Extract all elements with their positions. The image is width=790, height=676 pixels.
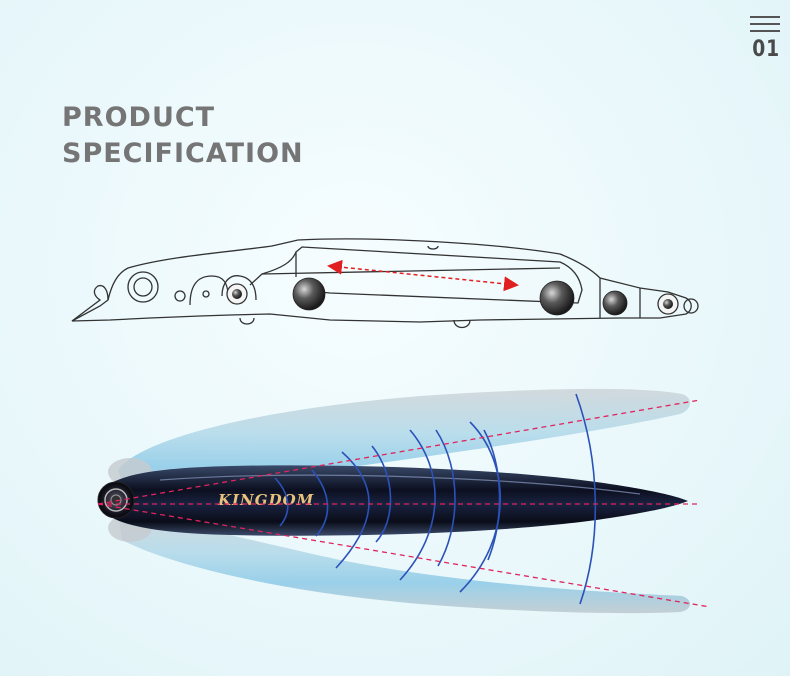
steel-ball-tail xyxy=(602,290,628,316)
wave-arc xyxy=(371,445,392,543)
weight-channel xyxy=(249,246,583,304)
menu-lines-icon xyxy=(750,16,780,32)
tail-tie xyxy=(683,298,699,314)
section-title: PRODUCT SPECIFICATION xyxy=(62,100,304,172)
steel-ball-rear xyxy=(539,280,575,316)
weight-transfer-arrow xyxy=(327,259,519,292)
fixed-weight-ball xyxy=(232,289,242,299)
front-hook-hanger xyxy=(239,317,255,325)
lure-structure-diagram xyxy=(71,238,699,329)
wave-arc xyxy=(575,393,597,605)
eye-ring-inner xyxy=(133,277,153,297)
wave-arc xyxy=(483,429,501,561)
wave-arc xyxy=(399,429,436,581)
swimming-action-illustration: KINGDOM xyxy=(97,388,711,614)
axis-line-lower xyxy=(97,503,711,608)
page-indicator: 01 xyxy=(750,16,780,62)
main-lure-body xyxy=(98,465,688,536)
title-line-2: SPECIFICATION xyxy=(62,138,304,169)
wave-arc xyxy=(435,429,456,567)
lure-body-outline xyxy=(71,238,692,323)
wave-arc xyxy=(274,477,289,527)
title-line-1: PRODUCT xyxy=(62,102,216,133)
steel-ball-front xyxy=(292,277,326,311)
eye-ring-outer xyxy=(127,271,159,303)
tail-ring-inner xyxy=(663,299,673,309)
axis-line-upper xyxy=(97,399,701,505)
lure-eye-center xyxy=(110,494,122,506)
belly-hook-hanger xyxy=(453,319,471,329)
page-number: 01 xyxy=(752,37,780,62)
lure-lip xyxy=(71,284,109,322)
wave-arc xyxy=(311,469,329,537)
lure-eye-ring xyxy=(104,488,128,512)
ghost-lure-lower xyxy=(118,512,691,614)
brand-logo: KINGDOM xyxy=(217,491,314,509)
